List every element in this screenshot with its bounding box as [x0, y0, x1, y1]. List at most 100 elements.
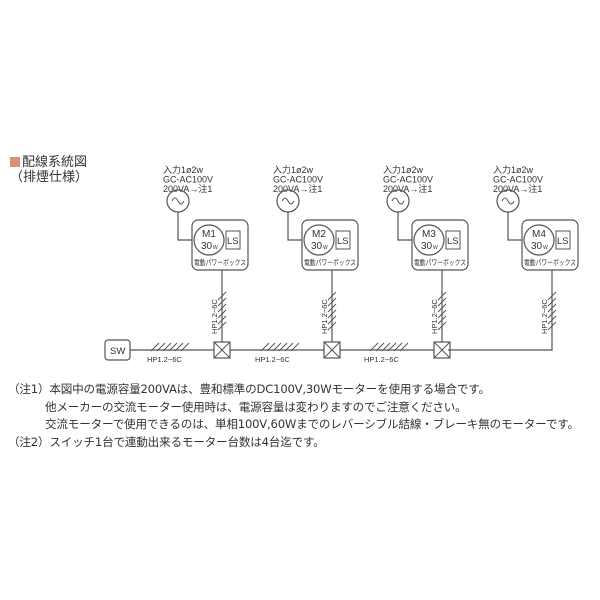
- hatch-mark: [387, 342, 397, 352]
- note-1: （注1）本図中の電源容量200VAは、豊和標準のDC100V,30Wモーターを使…: [8, 382, 490, 396]
- motor-circle: [303, 224, 335, 256]
- hatch-mark: [284, 342, 294, 352]
- motor-watt: 30: [201, 241, 213, 252]
- limit-switch-label: LS: [337, 236, 349, 247]
- limit-switch-label: LS: [227, 236, 239, 247]
- motor-circle: [193, 224, 225, 256]
- title-marker: [10, 157, 20, 167]
- hatch-mark: [217, 309, 227, 319]
- source-label: GC-AC100V: [383, 175, 433, 185]
- hatch-mark: [399, 342, 409, 352]
- hatch-mark: [217, 303, 227, 313]
- power-box-label: 電動パワーボックス: [194, 258, 246, 267]
- motor-label: M4: [532, 229, 546, 240]
- junction-cross: [213, 341, 231, 359]
- trunk-hatch: [260, 342, 300, 352]
- hatch-mark: [381, 342, 391, 352]
- power-box-label: 電動パワーボックス: [304, 258, 356, 267]
- junction-cross: [433, 341, 451, 359]
- hatch-mark: [393, 342, 403, 352]
- limit-switch-box: [225, 230, 241, 250]
- hatch-mark: [174, 342, 184, 352]
- source-label: GC-AC100V: [163, 175, 213, 185]
- source-label: 200VA→注1: [383, 183, 432, 194]
- hatch-mark: [327, 321, 337, 331]
- source-label: GC-AC100V: [493, 175, 543, 185]
- power-box: [191, 219, 249, 271]
- hatch-mark: [437, 303, 447, 313]
- hatch-mark: [327, 303, 337, 313]
- trunk-hatch: [369, 342, 409, 352]
- power-wire: [177, 212, 192, 241]
- diagram-title: 配線系統図 （排煙仕様）: [10, 155, 88, 185]
- drop-cable-label: HP1.2−6C: [210, 299, 219, 334]
- power-wire: [287, 212, 302, 241]
- hatch-mark: [327, 315, 337, 325]
- sine-wave-icon: [501, 197, 515, 205]
- sine-wave-icon: [171, 197, 185, 205]
- source-label: 入力1ø2w: [493, 164, 534, 175]
- hatch-mark: [217, 291, 227, 301]
- hatch-mark: [217, 321, 227, 331]
- note-1-line2: 他メーカーの交流モーター使用時は、電源容量は変わりますのでご注意ください。: [45, 399, 467, 414]
- motor-watt: 30: [311, 241, 323, 252]
- junction-cross: [323, 341, 341, 359]
- hatch-mark: [260, 342, 270, 352]
- cable-hatch: [217, 291, 227, 331]
- hatch-mark: [547, 297, 557, 307]
- motor-watt-unit: W: [543, 245, 548, 251]
- junction-box-rect: [213, 341, 231, 359]
- motor-watt-unit: W: [433, 245, 438, 251]
- hatch-mark: [547, 309, 557, 319]
- hatch-mark: [369, 342, 379, 352]
- drop-cable-label: HP1.2−6C: [540, 299, 549, 334]
- motor-watt-unit: W: [323, 245, 328, 251]
- power-wire: [507, 212, 522, 241]
- source-label: 200VA→注1: [493, 183, 542, 194]
- limit-switch-label: LS: [447, 236, 459, 247]
- hatch-mark: [278, 342, 288, 352]
- limit-switch-box: [335, 230, 351, 250]
- cable-hatch: [547, 291, 557, 331]
- source-label: 入力1ø2w: [273, 164, 314, 175]
- hatch-mark: [547, 321, 557, 331]
- limit-switch-label: LS: [557, 236, 569, 247]
- hatch-mark: [547, 315, 557, 325]
- sine-wave-icon: [281, 197, 295, 205]
- hatch-mark: [437, 297, 447, 307]
- source-label: 入力1ø2w: [163, 164, 204, 175]
- motor-watt: 30: [421, 241, 433, 252]
- note-2: （注2）スイッチ1台で連動出来るモーター台数は4台迄です。: [8, 434, 325, 449]
- motor-label: M2: [312, 229, 326, 240]
- trunk-cable-label: HP1.2−6C: [147, 355, 182, 364]
- title-line2: （排煙仕様）: [10, 170, 89, 185]
- power-box: [411, 219, 469, 271]
- power-box-label: 電動パワーボックス: [414, 258, 466, 267]
- hatch-mark: [217, 315, 227, 325]
- hatch-mark: [272, 342, 282, 352]
- notes: （注1）本図中の電源容量200VAは、豊和標準のDC100V,30Wモーターを使…: [8, 381, 579, 451]
- hatch-mark: [375, 342, 385, 352]
- junction-box-rect: [323, 341, 341, 359]
- drop-cable: [448, 270, 553, 351]
- hatch-mark: [156, 342, 166, 352]
- junction-box: [323, 341, 341, 359]
- cable-hatch: [437, 291, 447, 331]
- hatch-mark: [217, 297, 227, 307]
- hatch-mark: [290, 342, 300, 352]
- hatch-mark: [437, 309, 447, 319]
- cable-hatch: [327, 291, 337, 331]
- hatch-mark: [168, 342, 178, 352]
- power-wire: [397, 212, 412, 241]
- sine-wave-icon: [391, 197, 405, 205]
- power-box: [521, 219, 579, 271]
- hatch-mark: [327, 297, 337, 307]
- hatch-mark: [327, 309, 337, 319]
- motor-circle: [413, 224, 445, 256]
- hatch-mark: [437, 315, 447, 325]
- motor-label: M1: [202, 229, 216, 240]
- title-line1: 配線系統図: [22, 155, 88, 170]
- drop-cable-label: HP1.2−6C: [320, 299, 329, 334]
